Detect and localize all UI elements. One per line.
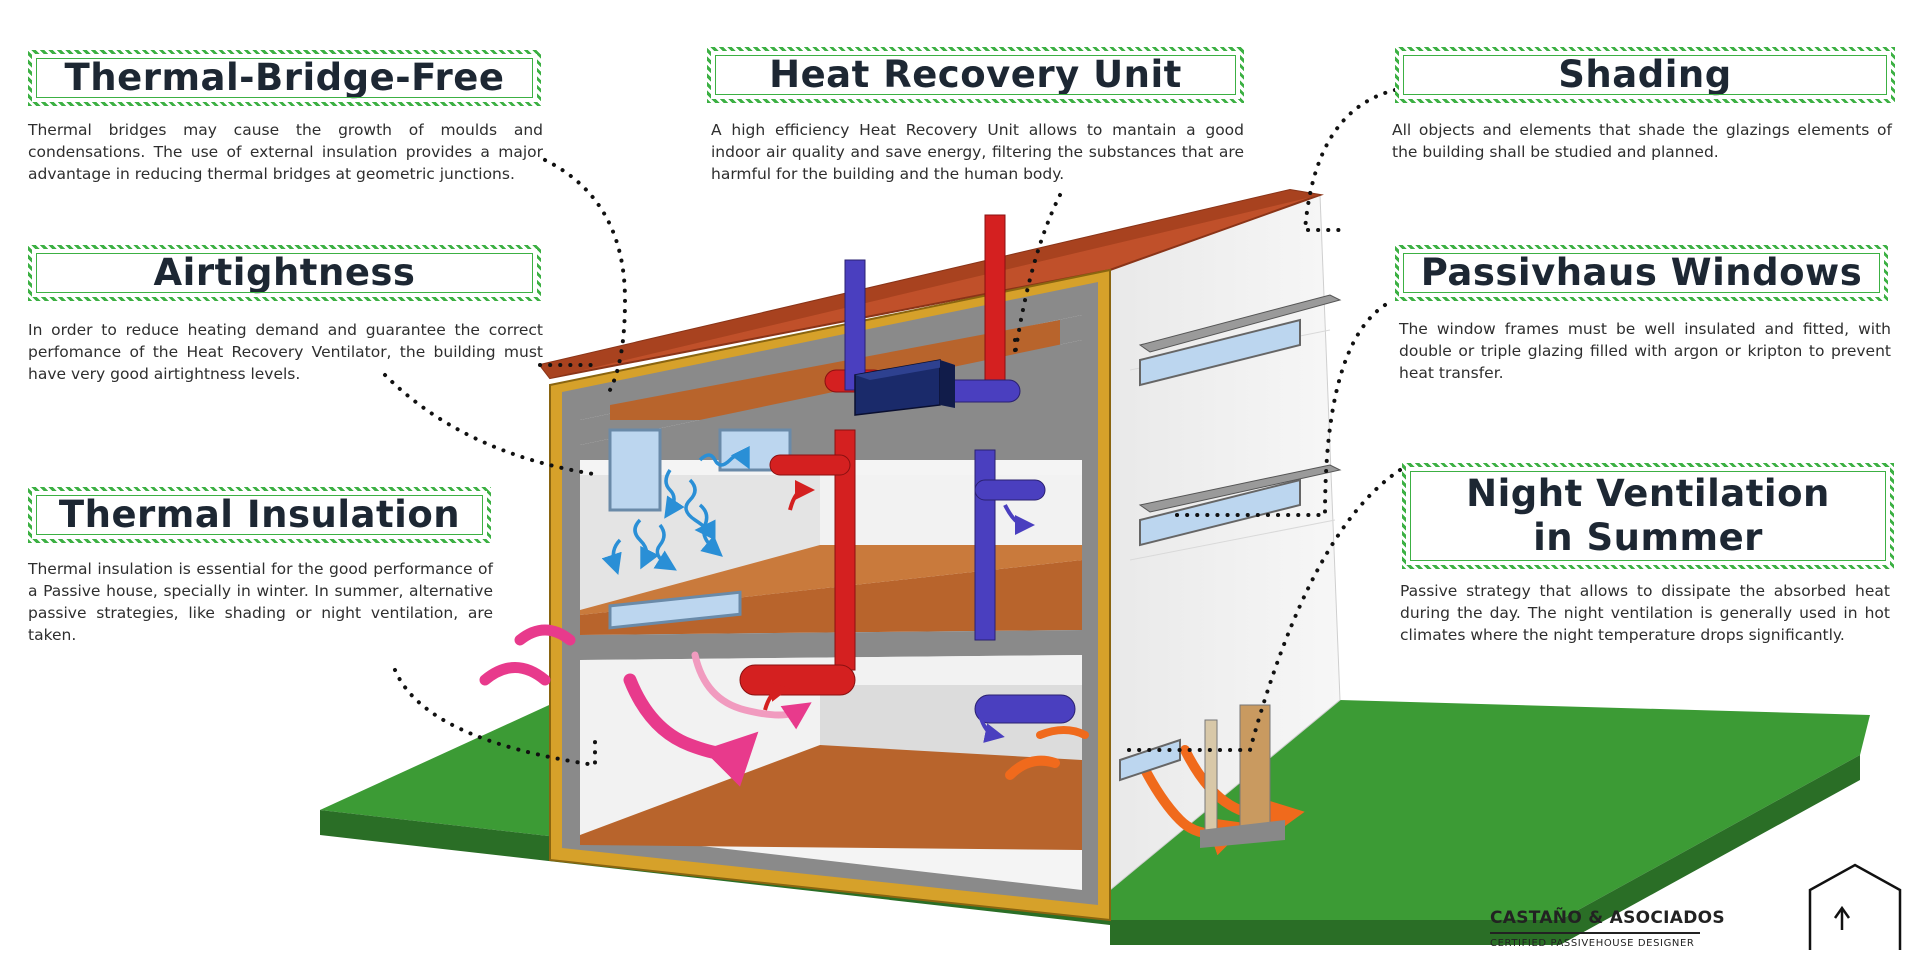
title-thermal-insulation: Thermal Insulation [28,487,491,543]
heat-recovery-unit [854,359,955,416]
title-heat-recovery-unit: Heat Recovery Unit [707,47,1244,103]
night-vent-text: Passive strategy that allows to dissipat… [1400,582,1890,644]
night-vent-title-2: in Summer [1533,516,1763,559]
night-vent-title-1: Night Ventilation [1466,472,1830,515]
airtightness-text: In order to reduce heating demand and gu… [28,321,543,383]
shading-text: All objects and elements that shade the … [1392,121,1892,161]
airflow-pink-arrows [479,624,812,787]
thermal-insulation-text: Thermal insulation is essential for the … [28,560,493,644]
floor-1 [580,745,1082,850]
thermal-bridge-title: Thermal-Bridge-Free [64,56,505,99]
title-thermal-bridge-free: Thermal-Bridge-Free [28,50,541,106]
side-windows [1119,294,1342,848]
airtightness-title: Airtightness [153,251,416,294]
heat-recovery-text: A high efficiency Heat Recovery Unit all… [711,121,1244,183]
title-shading: Shading [1395,47,1895,103]
company-name: CASTAÑO & ASOCIADOS [1490,908,1725,928]
title-passivhaus-windows: Passivhaus Windows [1395,245,1888,301]
title-airtightness: Airtightness [28,245,541,301]
windows-text: The window frames must be well insulated… [1399,320,1891,382]
interior-windows [608,428,792,630]
heat-recovery-title: Heat Recovery Unit [769,53,1182,96]
windows-title: Passivhaus Windows [1420,251,1863,294]
thermal-insulation-title: Thermal Insulation [58,493,461,536]
airflow-blue-arrows [601,445,750,575]
thermal-bridge-text: Thermal bridges may cause the growth of … [28,121,543,183]
cold-pipe [844,259,1076,724]
shading-title: Shading [1558,53,1732,96]
logo-divider [1490,932,1700,934]
leader-lines [383,88,1402,768]
company-tagline: CERTIFIED PASSIVEHOUSE DESIGNER [1490,938,1695,949]
title-night-ventilation: Night Ventilation in Summer [1402,463,1894,569]
house-up-arrow-icon [1808,863,1902,950]
